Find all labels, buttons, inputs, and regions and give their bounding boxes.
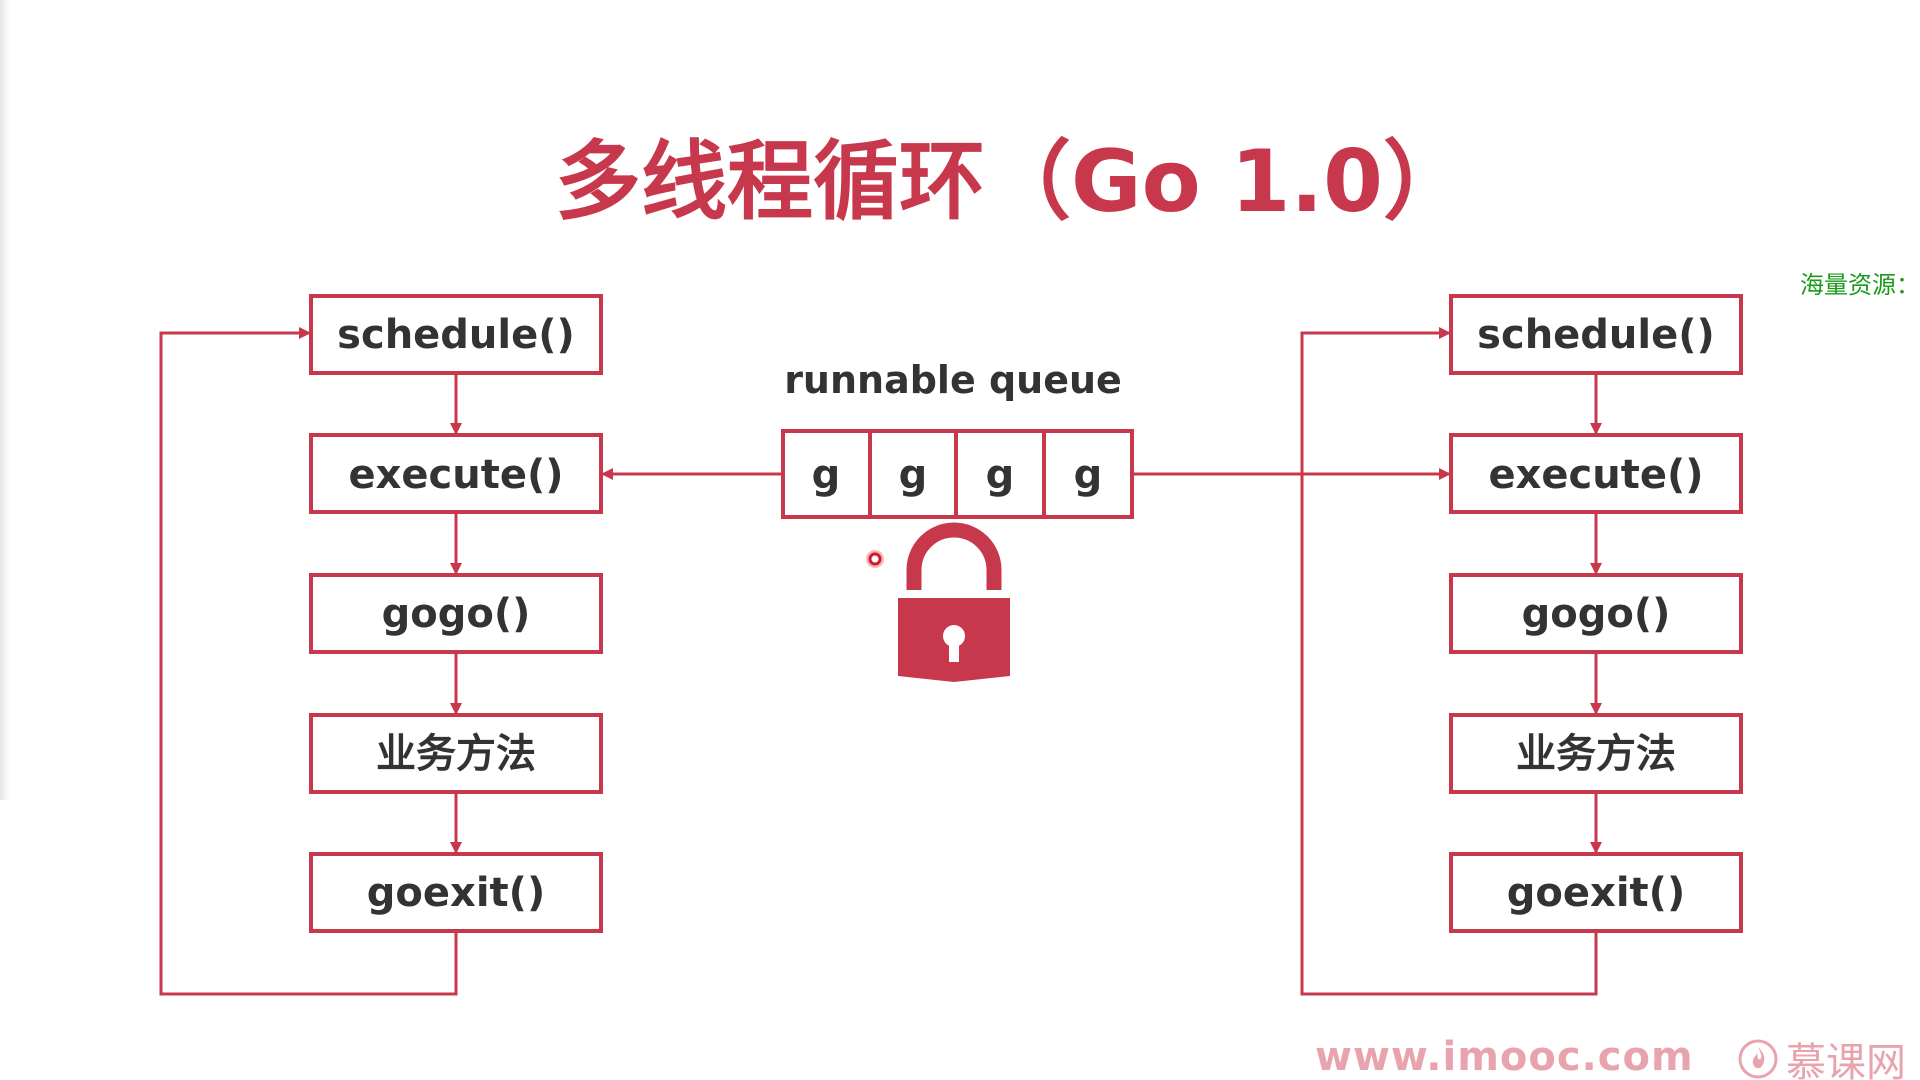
right-step-execute-label: execute() [1488, 452, 1703, 498]
left-loop: schedule() execute() gogo() 业务方法 goexit(… [159, 294, 603, 996]
left-step-schedule-label: schedule() [337, 312, 575, 358]
footer-brand-text: 慕课网 [1786, 1040, 1906, 1080]
left-step-gogo: gogo() [309, 573, 603, 654]
right-step-goexit-label: goexit() [1507, 870, 1685, 916]
left-return-loop-arrow [159, 327, 458, 996]
side-note: 海量资源： [1800, 271, 1920, 299]
left-step-gogo-label: gogo() [382, 591, 531, 637]
left-step-business-method-label: 业务方法 [376, 731, 536, 777]
runnable-queue: runnable queue g g g g [781, 358, 1134, 519]
left-step-execute-label: execute() [348, 452, 563, 498]
right-step-execute: execute() [1449, 433, 1743, 514]
slide-title: 多线程循环（Go 1.0） [555, 132, 1469, 232]
queue-item-g: g [986, 452, 1015, 498]
right-step-business-method-label: 业务方法 [1516, 731, 1676, 777]
queue-item-g: g [812, 452, 841, 498]
right-return-loop-arrow [1300, 327, 1598, 996]
right-step-schedule: schedule() [1449, 294, 1743, 375]
left-step-business-method: 业务方法 [309, 713, 603, 794]
left-step-execute: execute() [309, 433, 603, 514]
right-step-business-method: 业务方法 [1449, 713, 1743, 794]
pointer-indicator [866, 550, 884, 568]
right-step-gogo: gogo() [1449, 573, 1743, 654]
footer-brand: 慕课网 [1738, 1034, 1906, 1080]
left-step-schedule: schedule() [309, 294, 603, 375]
queue-item-g: g [899, 452, 928, 498]
flame-icon [1738, 1039, 1778, 1079]
left-step-goexit: goexit() [309, 852, 603, 933]
lock-icon [898, 522, 1010, 682]
left-edge-shadow [0, 0, 10, 800]
runnable-queue-label: runnable queue [784, 358, 1122, 402]
right-loop: schedule() execute() gogo() 业务方法 goexit(… [1300, 294, 1743, 996]
queue-item-g: g [1074, 452, 1103, 498]
right-step-schedule-label: schedule() [1477, 312, 1715, 358]
right-step-goexit: goexit() [1449, 852, 1743, 933]
right-step-gogo-label: gogo() [1522, 591, 1671, 637]
left-step-goexit-label: goexit() [367, 870, 545, 916]
footer-url: www.imooc.com [1315, 1034, 1694, 1080]
